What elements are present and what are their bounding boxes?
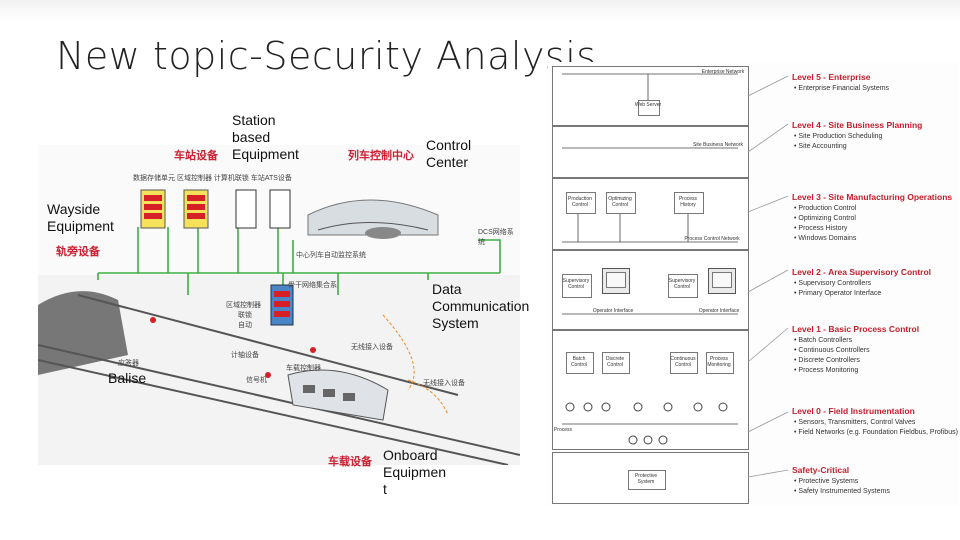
web-server-box	[638, 100, 660, 116]
station-racks	[140, 189, 291, 229]
level-1-item-2: • Continuous Controllers	[794, 347, 870, 354]
mini-operator-interface-2: Operator Interface	[698, 308, 740, 314]
cn-backbone-label: 骨干网络集合系	[288, 282, 337, 289]
level-4-title: Level 4 - Site Business Planning	[792, 120, 923, 130]
continuous-control-box	[670, 352, 698, 374]
callout-balise: Balise	[108, 370, 147, 386]
level-2-item-1: • Supervisory Controllers	[794, 280, 872, 287]
slide-title: New topic-Security Analysis	[56, 34, 597, 78]
cn-dcs-label: DCS网络系统	[478, 229, 514, 246]
cbtc-system-diagram: 车站设备 列车控制中心 轨旁设备 车载设备 DCS网络系统 中心列车自动监控系统…	[37, 145, 521, 468]
level-5-title: Level 5 - Enterprise	[792, 72, 871, 82]
safety-critical-title: Safety-Critical	[792, 465, 850, 475]
mini-optimizing-control: Optimizing Control	[608, 196, 632, 208]
cn-ats-label: 自动	[238, 322, 252, 329]
callout-data-comm: Data Communication System	[432, 281, 530, 331]
optimizing-control-box	[606, 192, 636, 214]
cn-zc-label: 区域控制器	[226, 302, 261, 309]
level-1-item-3: • Discrete Controllers	[794, 357, 860, 364]
level-3-title: Level 3 - Site Manufacturing Operations	[792, 192, 953, 202]
level-3-item-2: • Optimizing Control	[794, 215, 856, 222]
callout-station: Station based Equipment	[232, 112, 299, 162]
process-monitoring-box	[706, 352, 734, 374]
callout-wayside: Wayside Equipment	[47, 201, 114, 234]
process-history-box	[674, 192, 704, 214]
mini-protective-system: Protective System	[634, 473, 658, 485]
cn-ci-label: 联锁	[238, 312, 252, 319]
wireless-link	[382, 314, 415, 391]
cn-wayside-label: 轨旁设备	[56, 246, 100, 258]
train	[287, 369, 389, 421]
purdue-model-diagram: Enterprise Network Web Server Site Busin…	[548, 62, 958, 506]
discrete-control-box	[602, 352, 630, 374]
supervisory-control-1-box	[562, 274, 592, 298]
mini-batch-control: Batch Control	[570, 356, 588, 368]
zone-level-1-0	[552, 330, 749, 450]
supervisory-control-2-box	[668, 274, 698, 298]
safety-item-2: • Safety Instrumented Systems	[794, 488, 890, 495]
mini-supervisory-control-1: Supervisory Control	[562, 278, 590, 290]
cn-ctrl-label: 车载控制器	[286, 365, 321, 372]
mini-web-server: Web Server	[634, 102, 662, 108]
mini-process: Process	[553, 427, 573, 433]
level-5-item-1: • Enterprise Financial Systems	[794, 85, 890, 92]
cn-onboard-label: 车载设备	[328, 456, 372, 468]
zone-level-3	[552, 178, 749, 250]
tunnel	[38, 291, 128, 375]
callout-onboard: Onboard Equipmen t	[383, 447, 447, 497]
level-4-item-1: • Site Production Scheduling	[794, 133, 883, 140]
mini-discrete-control: Discrete Control	[605, 356, 625, 368]
level-1-item-1: • Batch Controllers	[794, 337, 853, 344]
mini-process-monitoring: Process Monitoring	[707, 356, 731, 368]
mini-continuous-control: Continuous Control	[670, 356, 696, 368]
safety-item-1: • Protective Systems	[794, 478, 859, 485]
cn-beacon-label: 应答器	[118, 360, 139, 367]
cbtc-diagram-graphic	[37, 145, 521, 466]
level-0-title: Level 0 - Field Instrumentation	[792, 406, 915, 416]
mini-production-control: Production Control	[568, 196, 592, 208]
operator-monitor-1	[602, 268, 630, 294]
level-3-item-3: • Process History	[794, 225, 848, 232]
mini-process-control-network: Process Control Network	[684, 236, 740, 242]
cn-control-label: 列车控制中心	[348, 150, 414, 162]
level-4-item-2: • Site Accounting	[794, 143, 847, 150]
purdue-lines	[562, 73, 789, 478]
cn-center-label: 中心列车自动监控系统	[296, 252, 366, 259]
level-3-item-1: • Production Control	[794, 205, 857, 212]
cn-axle-label: 计轴设备	[231, 352, 259, 359]
level-1-title: Level 1 - Basic Process Control	[792, 324, 920, 334]
cn-row1-label: 数据存储单元 区域控制器 计算机联锁 车站ATS设备	[133, 175, 292, 182]
mini-site-business-network: Site Business Network	[692, 142, 744, 148]
operator-monitor-2	[708, 268, 736, 294]
track-rails	[37, 294, 521, 466]
cn-station-label: 车站设备	[174, 150, 218, 162]
wayside-cabinet	[270, 284, 294, 326]
cn-wireless1-label: 无线接入设备	[351, 344, 393, 351]
mini-enterprise-network: Enterprise Network	[701, 69, 745, 75]
level-2-title: Level 2 - Area Supervisory Control	[792, 267, 932, 277]
level-1-item-4: • Process Monitoring	[794, 367, 859, 374]
mini-supervisory-control-2: Supervisory Control	[668, 278, 696, 290]
protective-system-box	[628, 470, 666, 490]
beacon-marker	[265, 372, 271, 378]
production-control-box	[566, 192, 596, 214]
mini-process-history: Process History	[678, 196, 698, 208]
callout-control: Control Center	[426, 137, 472, 170]
network-lines	[97, 227, 501, 295]
level-2-item-2: • Primary Operator Interface	[794, 290, 882, 297]
control-center-building	[307, 199, 439, 239]
mini-operator-interface-1: Operator Interface	[592, 308, 634, 314]
cn-wireless2-label: 无线接入设备	[423, 380, 465, 387]
slide-top-band	[0, 0, 960, 22]
batch-control-box	[566, 352, 594, 374]
level-3-item-4: • Windows Domains	[794, 235, 857, 242]
level-0-item-1: • Sensors, Transmitters, Control Valves	[794, 419, 916, 426]
cn-signal-label: 信号机	[246, 377, 267, 384]
level-0-item-2: • Field Networks (e.g. Foundation Fieldb…	[794, 429, 958, 436]
